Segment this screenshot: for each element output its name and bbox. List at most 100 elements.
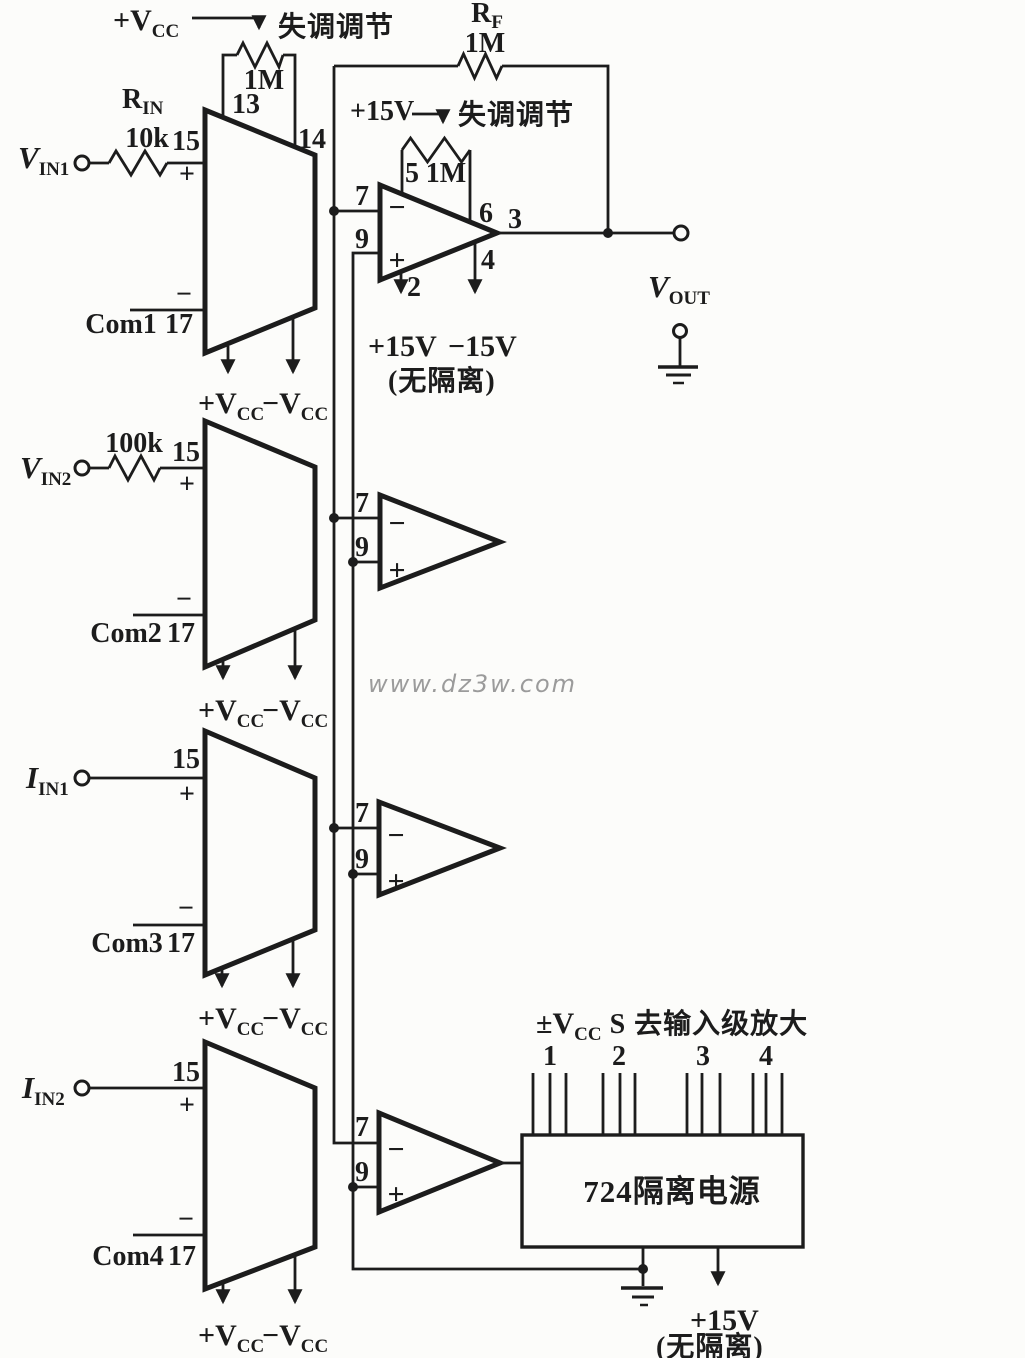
pin13-label: 13 bbox=[232, 89, 260, 120]
pin9-label: 9 bbox=[355, 844, 369, 875]
vcc-pos-label: +VCC bbox=[198, 1319, 264, 1357]
noninverting-input-sign: + bbox=[387, 1178, 404, 1211]
opamp3-wires bbox=[334, 826, 379, 876]
opamp2-wires bbox=[334, 516, 380, 564]
opamp-3: 7 9 − + bbox=[334, 798, 507, 899]
opamp2-body bbox=[377, 491, 507, 592]
plus-label: + bbox=[179, 1090, 195, 1121]
bus-wires bbox=[329, 66, 643, 1271]
noninverting-bus-wire bbox=[351, 251, 643, 1271]
vcc-neg-label: −VCC bbox=[262, 387, 328, 425]
channel-2: VIN2 100k 15 + − Com2 17 +VCC −VCC bbox=[20, 417, 328, 732]
pin17-label: 17 bbox=[168, 1241, 196, 1272]
minus-label: − bbox=[176, 584, 192, 615]
psu-label: 724隔离电源 bbox=[583, 1174, 761, 1209]
psu-rail-label: +15V bbox=[690, 1304, 759, 1337]
pin15-label: 15 bbox=[172, 1057, 200, 1088]
vin2-terminal bbox=[73, 459, 91, 477]
output-node: VOUT bbox=[648, 224, 710, 385]
junction-dot bbox=[638, 1264, 648, 1274]
rf-label: RF bbox=[471, 0, 503, 33]
pot2-value: 1M bbox=[426, 158, 466, 189]
vcc-plus-label: +VCC bbox=[113, 4, 179, 42]
channel-1: VIN1 RIN 10k 15 + − Com1 17 +VCC −VCC bbox=[18, 84, 328, 425]
pin3-label: 3 bbox=[508, 204, 522, 235]
pin15-label: 15 bbox=[172, 126, 200, 157]
isolation-amp-4 bbox=[202, 1038, 318, 1293]
feedback-wire bbox=[334, 64, 610, 233]
pot1-value: 1M bbox=[244, 65, 284, 96]
vcc-pos-label: +VCC bbox=[198, 694, 264, 732]
opamp4-wires bbox=[353, 1161, 522, 1189]
pot2-resistor bbox=[400, 135, 472, 165]
minus-label: − bbox=[176, 279, 192, 310]
isolation-amp-2 bbox=[202, 417, 318, 671]
pin6-label: 6 bbox=[479, 198, 493, 229]
channel2-wires bbox=[89, 466, 205, 617]
pot1-wires bbox=[192, 16, 297, 147]
pin2-label: 2 bbox=[407, 272, 421, 303]
vin2-label: VIN2 bbox=[20, 450, 71, 490]
pin7-label: 7 bbox=[355, 488, 369, 519]
channel-4: IIN2 15 + − Com4 17 +VCC −VCC bbox=[21, 1038, 328, 1357]
psu-group-2: 2 bbox=[612, 1041, 626, 1072]
plus-label: + bbox=[179, 469, 195, 500]
pin5-label: 5 bbox=[405, 158, 419, 189]
psu-group-3: 3 bbox=[696, 1041, 710, 1072]
ground-terminal bbox=[672, 323, 688, 339]
ground-icon bbox=[621, 1286, 663, 1307]
inverting-input-sign: − bbox=[387, 819, 404, 852]
rin-resistor bbox=[107, 148, 169, 178]
pin9-label: 9 bbox=[355, 532, 369, 563]
vcc-pos-label: +VCC bbox=[198, 387, 264, 425]
pin15-label: 15 bbox=[172, 437, 200, 468]
opamp-1: +15V 失调调节 5 1M 7 9 − + 6 3 2 4 +15V −15V… bbox=[334, 96, 673, 397]
opamp-4: 7 9 − + bbox=[353, 1109, 522, 1216]
com3-label: Com3 bbox=[91, 928, 163, 959]
pin7-label: 7 bbox=[355, 181, 369, 212]
pin7-label: 7 bbox=[355, 1112, 369, 1143]
inverting-input-sign: − bbox=[387, 1133, 404, 1166]
pin17-label: 17 bbox=[167, 618, 195, 649]
watermark: www.dz3w.com bbox=[368, 670, 577, 698]
rail-neg-label: −15V bbox=[448, 330, 517, 363]
iin1-label: IIN1 bbox=[25, 760, 69, 800]
minus-label: − bbox=[178, 1204, 194, 1235]
psu-output-pins bbox=[531, 1073, 784, 1135]
rail-pos-label: +15V bbox=[368, 330, 437, 363]
opamp4-body bbox=[376, 1109, 507, 1216]
noninverting-input-sign: + bbox=[388, 244, 405, 277]
pin17-label: 17 bbox=[165, 309, 193, 340]
vcc-neg-label: −VCC bbox=[262, 694, 328, 732]
pin4-label: 4 bbox=[481, 245, 495, 276]
opamp1-body bbox=[377, 181, 504, 284]
offset-adjust-label: 失调调节 bbox=[278, 11, 394, 43]
pin17-label: 17 bbox=[167, 928, 195, 959]
psu-group-1: 1 bbox=[543, 1041, 557, 1072]
vout-terminal bbox=[672, 224, 690, 242]
noninverting-input-sign: + bbox=[387, 865, 404, 898]
pot1-resistor bbox=[235, 39, 285, 71]
feedback-network: RF 1M bbox=[334, 0, 613, 238]
supply-label: +15V bbox=[350, 96, 414, 127]
pin15-label: 15 bbox=[172, 744, 200, 775]
vin1-terminal bbox=[73, 154, 91, 172]
rf-value: 1M bbox=[465, 28, 505, 59]
iin2-terminal bbox=[73, 1079, 91, 1097]
isolation-amp-1 bbox=[202, 106, 318, 357]
psu-group-4: 4 bbox=[759, 1041, 773, 1072]
plus-label: + bbox=[179, 159, 195, 190]
inverting-bus-wire bbox=[332, 66, 379, 1145]
iin2-label: IIN2 bbox=[21, 1070, 65, 1110]
vcc-pos-label: +VCC bbox=[198, 1002, 264, 1040]
channel-3: IIN1 15 + − Com3 17 +VCC −VCC bbox=[25, 727, 328, 1040]
input-resistor-100k bbox=[107, 452, 162, 484]
noninverting-input-sign: + bbox=[388, 554, 405, 587]
rin-label: RIN bbox=[122, 84, 164, 119]
com4-label: Com4 bbox=[92, 1241, 164, 1272]
resistor-value: 100k bbox=[105, 428, 163, 459]
isolation-amp-3 bbox=[202, 727, 318, 979]
